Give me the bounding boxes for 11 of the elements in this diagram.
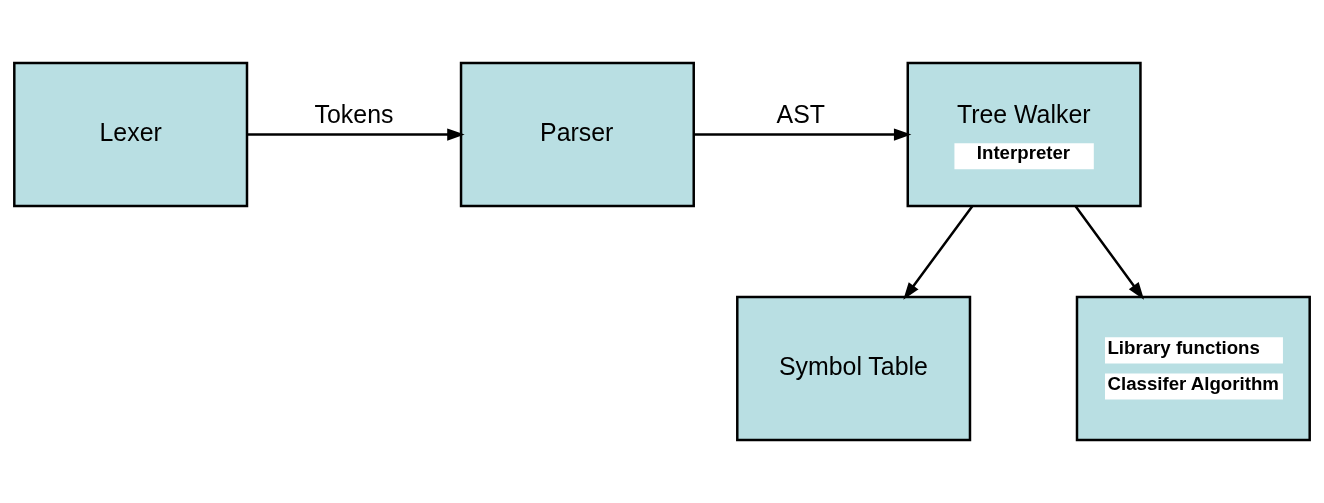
arrow: [1074, 205, 1145, 300]
node-box: Parser: [459, 61, 695, 208]
edge-label: Tokens: [314, 100, 394, 129]
arrow: [903, 205, 974, 300]
node-box: Lexer: [13, 61, 249, 208]
node-box: Symbol Table: [736, 295, 972, 442]
node-box: Library functions Classifer Algorithm: [1075, 295, 1311, 442]
arrow: [694, 128, 912, 141]
edge-label: AST: [776, 100, 825, 129]
node-box: Tree Walker Interpreter: [906, 61, 1142, 208]
arrow: [247, 128, 465, 141]
